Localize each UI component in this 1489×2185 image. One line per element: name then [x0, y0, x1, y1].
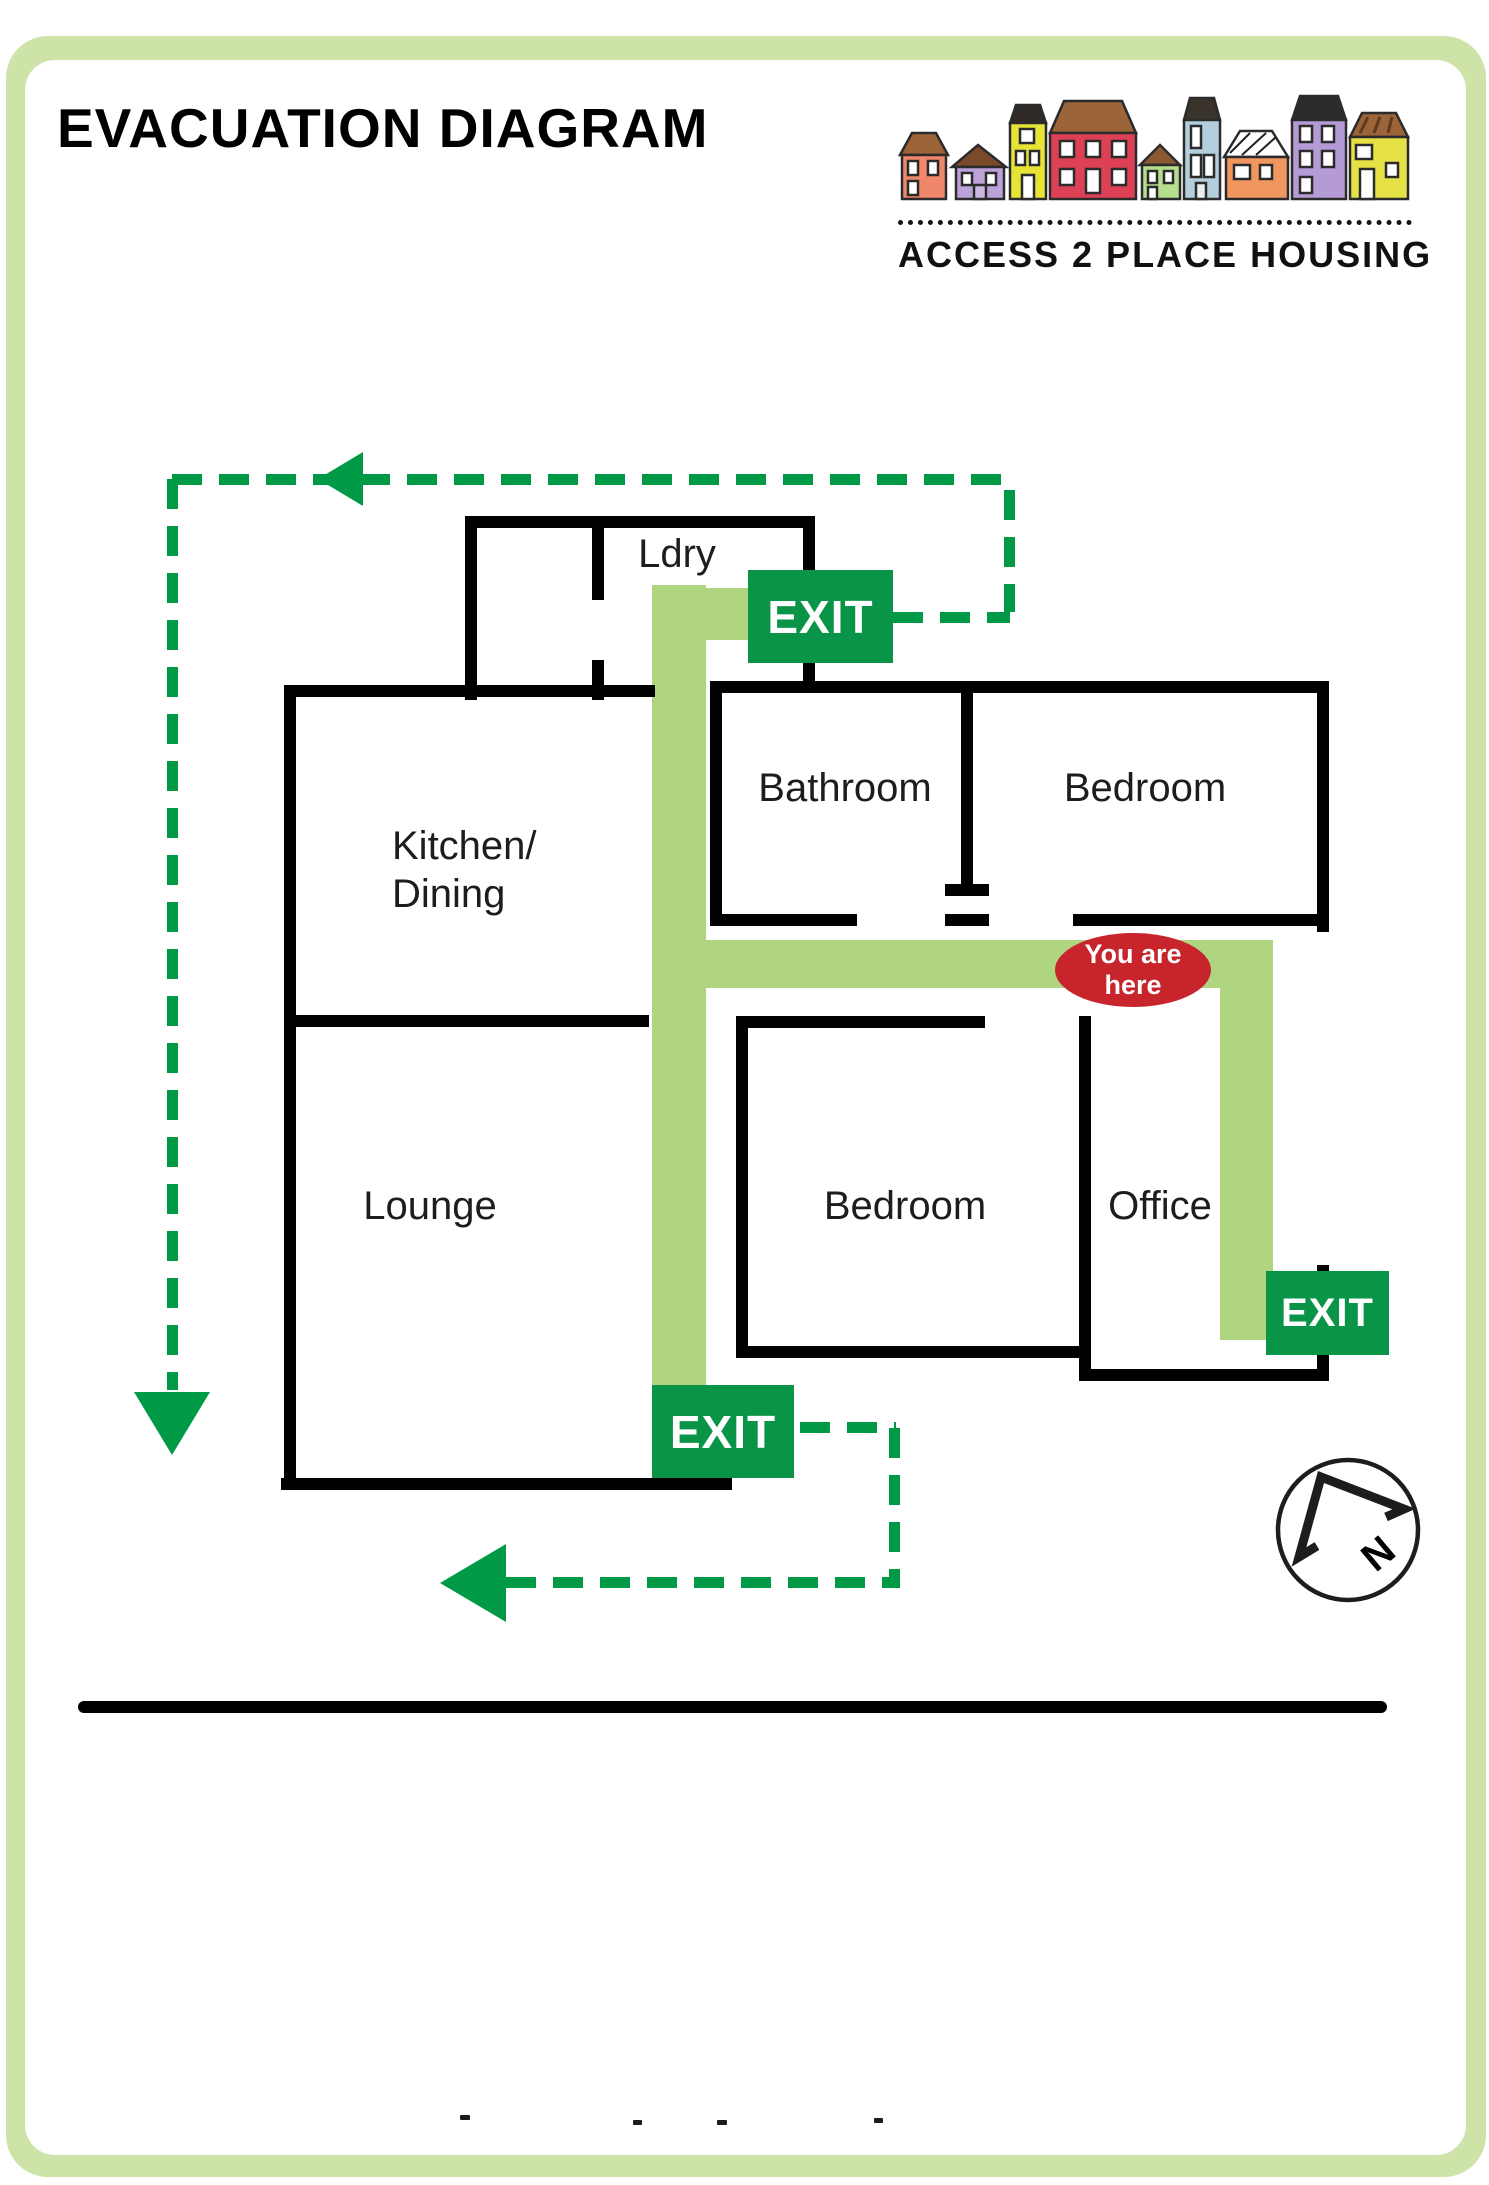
exit-sign-bottom: EXIT [652, 1385, 794, 1478]
wall-bedroom-mid-bottom [736, 1346, 1091, 1358]
logo-dotted-divider [898, 220, 1412, 225]
room-label-lounge: Lounge [363, 1184, 497, 1228]
room-label-kitchen: Kitchen/ Dining [392, 822, 537, 918]
footer-divider-line [78, 1701, 1387, 1713]
room-label-bedroom-top: Bedroom [1063, 766, 1227, 810]
escape-path-to-right-exit [1220, 988, 1273, 1340]
wall-bathroom-bedroom-divider [961, 681, 973, 896]
page-title: EVACUATION DIAGRAM [57, 97, 709, 159]
compass-north-letter: N [1353, 1528, 1403, 1580]
wall-kitchen-lounge-divider [290, 1015, 649, 1027]
route-bottom-horizontal [506, 1577, 896, 1588]
wall-bathroom-bottom [710, 914, 857, 926]
wall-laundry-top [465, 516, 815, 528]
wall-laundry-left [465, 516, 477, 700]
route-bottomexit-vertical [889, 1428, 900, 1588]
you-are-here-marker: You are here [1055, 933, 1211, 1007]
wall-right-outer-upper [1317, 681, 1329, 932]
room-label-bathroom: Bathroom [758, 766, 932, 810]
wall-left-outer [284, 685, 296, 1490]
logo-wordmark: ACCESS 2 PLACE HOUSING [898, 234, 1433, 275]
route-topexit-vertical [1004, 490, 1015, 612]
wall-bedroom-mid-top [736, 1016, 985, 1028]
wall-kitchen-top [284, 685, 655, 697]
route-left-vertical [167, 479, 178, 1390]
route-arrow-left-icon [318, 452, 363, 506]
exit-sign-top: EXIT [748, 570, 893, 663]
wall-bedroom-top-bottom [1073, 914, 1329, 926]
cropped-text-fragment [633, 2120, 642, 2125]
wall-bathroom-bottom-right [945, 914, 989, 926]
wall-lounge-bottom [281, 1478, 732, 1490]
exit-sign-bottom-label: EXIT [669, 1405, 777, 1458]
wall-divider-foot [945, 884, 989, 896]
cropped-text-fragment [460, 2115, 470, 2120]
you-are-here-line2: here [1104, 970, 1162, 1000]
you-are-here-line1: You are [1084, 939, 1182, 969]
escape-path-to-top-exit [652, 588, 748, 640]
houses-illustration-icon [897, 94, 1411, 201]
room-label-laundry: Ldry [638, 532, 716, 576]
exit-sign-right: EXIT [1266, 1271, 1389, 1355]
route-arrow-bottom-left-icon [440, 1544, 506, 1622]
route-arrow-down-icon [134, 1392, 210, 1455]
wall-office-left [1079, 1016, 1091, 1381]
room-label-kitchen-line2: Dining [392, 872, 506, 916]
route-bottomexit-horizontal [800, 1422, 896, 1433]
room-label-kitchen-line1: Kitchen/ [392, 824, 537, 868]
cropped-text-fragment [874, 2118, 883, 2123]
wall-bathroom-bedroom-top [710, 681, 1329, 693]
north-compass-icon: N [1275, 1457, 1421, 1603]
wall-bottom-right-outer [1079, 1369, 1329, 1381]
housing-logo: ACCESS 2 PLACE HOUSING [897, 93, 1433, 276]
room-label-office: Office [1108, 1184, 1212, 1228]
exit-sign-top-label: EXIT [767, 590, 874, 643]
wall-laundry-partition-upper [592, 516, 604, 600]
route-topexit-horizontal [893, 612, 1010, 623]
wall-bedroom-mid-left [736, 1016, 748, 1358]
wall-bathroom-left [710, 681, 722, 926]
room-label-bedroom-mid: Bedroom [823, 1184, 987, 1228]
exit-sign-right-label: EXIT [1281, 1290, 1374, 1335]
route-top-horizontal [172, 474, 1010, 485]
cropped-text-fragment [717, 2120, 727, 2125]
